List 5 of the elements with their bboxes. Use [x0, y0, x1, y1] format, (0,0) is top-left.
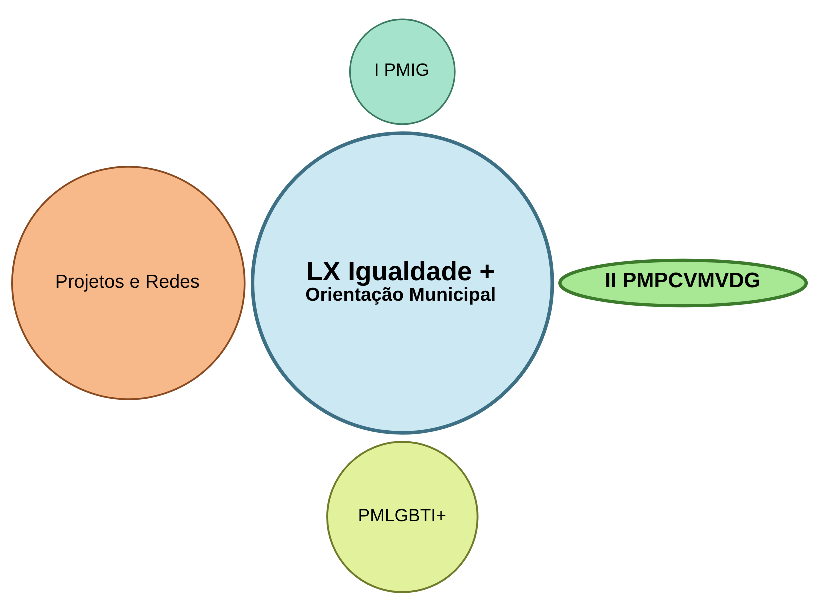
node-circle: PMLGBTI+ [326, 441, 479, 594]
node-circle: I PMIG [349, 18, 456, 126]
node-circle: LX Igualdade + Orientação Municipal [250, 132, 554, 435]
node-ellipse: II PMPCVMVDG [558, 258, 808, 308]
node-circle: Projetos e Redes [11, 166, 246, 400]
